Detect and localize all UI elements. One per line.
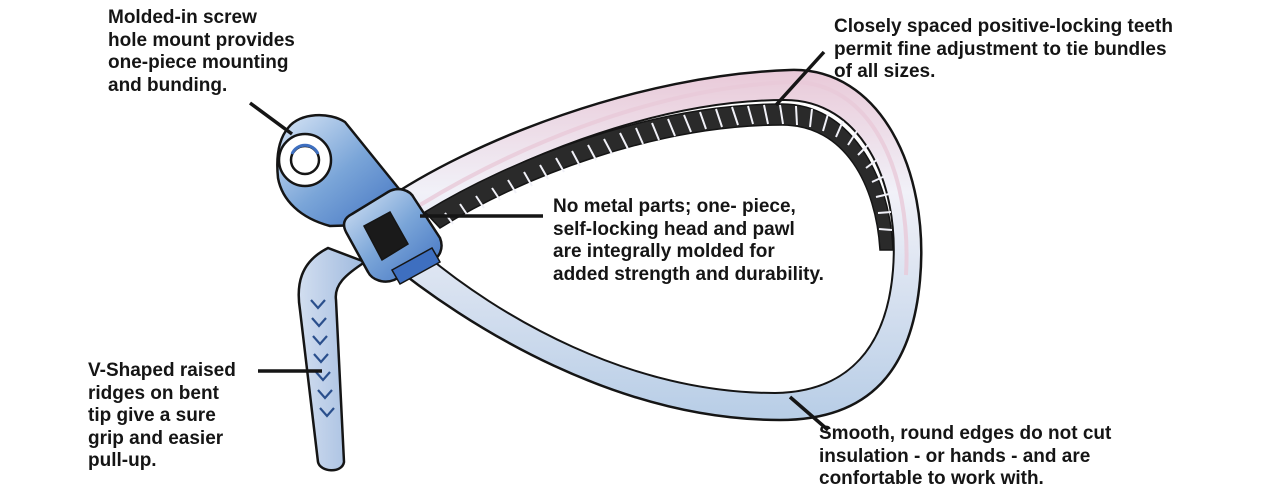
teeth-ticks	[444, 104, 893, 231]
locking-teeth-track	[423, 103, 894, 251]
callout-line: confortable to work with.	[819, 468, 1044, 489]
callout-line: No metal parts; one- piece,	[553, 196, 796, 217]
bent-tail	[297, 246, 368, 472]
callout-line: of all sizes.	[834, 61, 936, 82]
callout-round-edges: Smooth, round edges do not cut insulatio…	[819, 423, 1111, 491]
callout-v-ridges: V-Shaped raised ridges on bent tip give …	[88, 360, 236, 473]
callout-line: one-piece mounting	[108, 52, 289, 73]
callout-self-locking-head: No metal parts; one- piece, self-locking…	[553, 196, 824, 286]
strap-edge-highlight	[418, 79, 909, 276]
hole-shadow	[290, 143, 320, 155]
callout-line: self-locking head and pawl	[553, 218, 795, 240]
callout-line: Smooth, round edges do not cut	[819, 423, 1112, 444]
callout-line: tip give a sure	[88, 405, 216, 426]
callout-line: insulation - or hands - and are	[819, 445, 1091, 467]
callout-line: ridges on bent	[88, 382, 219, 404]
locking-head	[342, 187, 443, 286]
callout-locking-teeth: Closely spaced positive-locking teeth pe…	[834, 16, 1173, 84]
head-pawl-slot	[362, 210, 410, 262]
tail-strap	[297, 246, 368, 472]
leader-teeth	[774, 50, 826, 107]
leader-lines	[248, 50, 830, 432]
callout-line: grip and easier	[88, 427, 224, 449]
v-ridges	[310, 299, 335, 418]
callout-line: pull-up.	[88, 450, 157, 471]
teeth-track-band	[423, 103, 894, 251]
callout-line: and bunding.	[108, 74, 228, 96]
leader-screw	[248, 101, 294, 136]
head-blue-collar	[390, 246, 442, 286]
callout-line: are integrally molded for	[553, 241, 775, 262]
callout-line: added strength and durability.	[553, 263, 824, 285]
callout-line: permit fine adjustment to tie bundles	[834, 38, 1167, 60]
callout-screw-hole-mount: Molded-in screw hole mount provides one-…	[108, 7, 295, 97]
callout-line: Closely spaced positive-locking teeth	[834, 16, 1173, 37]
callout-line: hole mount provides	[108, 29, 295, 51]
leader-edges	[788, 395, 830, 432]
callout-line: Molded-in screw	[108, 7, 257, 28]
callout-line: V-Shaped raised	[88, 360, 236, 381]
